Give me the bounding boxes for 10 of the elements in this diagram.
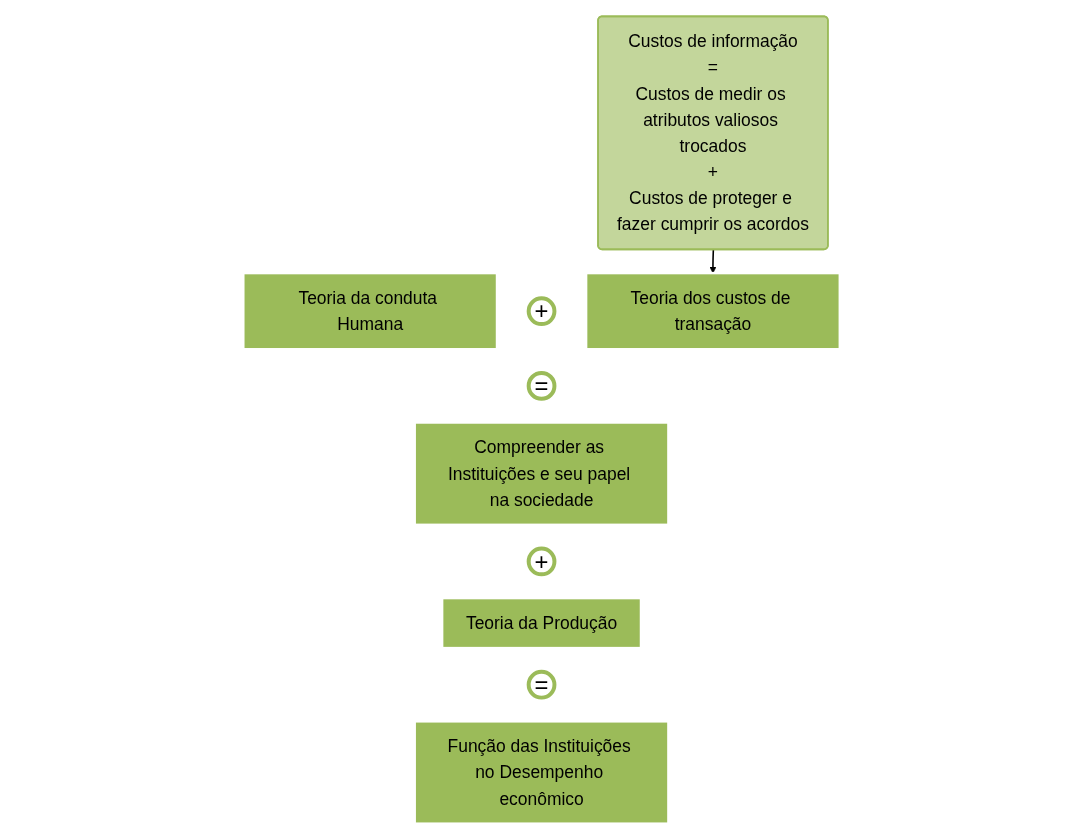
- node-circle: +: [527, 296, 557, 327]
- node-box: Compreender as Instituições e seu papel na sociedade: [414, 421, 670, 526]
- arrow: [709, 248, 717, 274]
- node-circle: =: [527, 669, 557, 700]
- node-box: Função das Instituições no Desempenho econômico: [414, 720, 670, 825]
- node-circle: =: [527, 371, 557, 401]
- node-box: Teoria da conduta Humana: [242, 271, 499, 351]
- node-box: Teoria da Produção: [441, 596, 643, 650]
- node-circle: +: [527, 546, 557, 577]
- node-box: Teoria dos custos de transação: [585, 271, 842, 351]
